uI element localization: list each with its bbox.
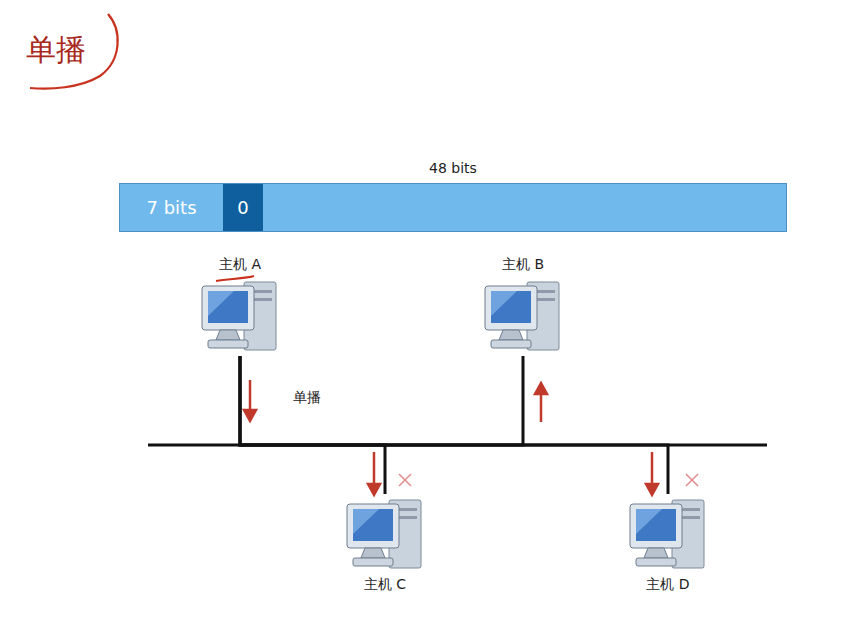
mac-address-bar: 48 bits7 bits0: [119, 183, 787, 232]
segment-label: 0: [237, 197, 248, 218]
host-computer: 主机 D: [618, 494, 718, 596]
cast-label: 单播: [293, 389, 321, 407]
bus-connection: [240, 356, 668, 494]
host-label: 主机 B: [502, 254, 544, 276]
host-computer: 主机 C: [335, 494, 435, 596]
computer-icon: [626, 494, 710, 574]
bus-connection: [240, 356, 385, 494]
page-title: 单播: [26, 30, 86, 71]
bit-segment: 0: [223, 184, 263, 231]
underline-mark: [216, 276, 254, 281]
host-computer: 主机 B: [473, 254, 573, 356]
bit-segment: 7 bits: [120, 184, 223, 231]
computer-icon: [343, 494, 427, 574]
bar-heading: 48 bits: [120, 160, 786, 176]
bus-connection: [240, 356, 523, 445]
computer-icon: [481, 276, 565, 356]
reject-mark: [399, 474, 698, 486]
segment-label: 7 bits: [146, 197, 196, 218]
computer-icon: [198, 276, 282, 356]
direction-arrows: [244, 380, 658, 495]
host-label: 主机 C: [364, 574, 406, 596]
host-label: 主机 A: [219, 254, 261, 276]
host-computer: 主机 A: [190, 254, 290, 356]
host-label: 主机 D: [646, 574, 689, 596]
